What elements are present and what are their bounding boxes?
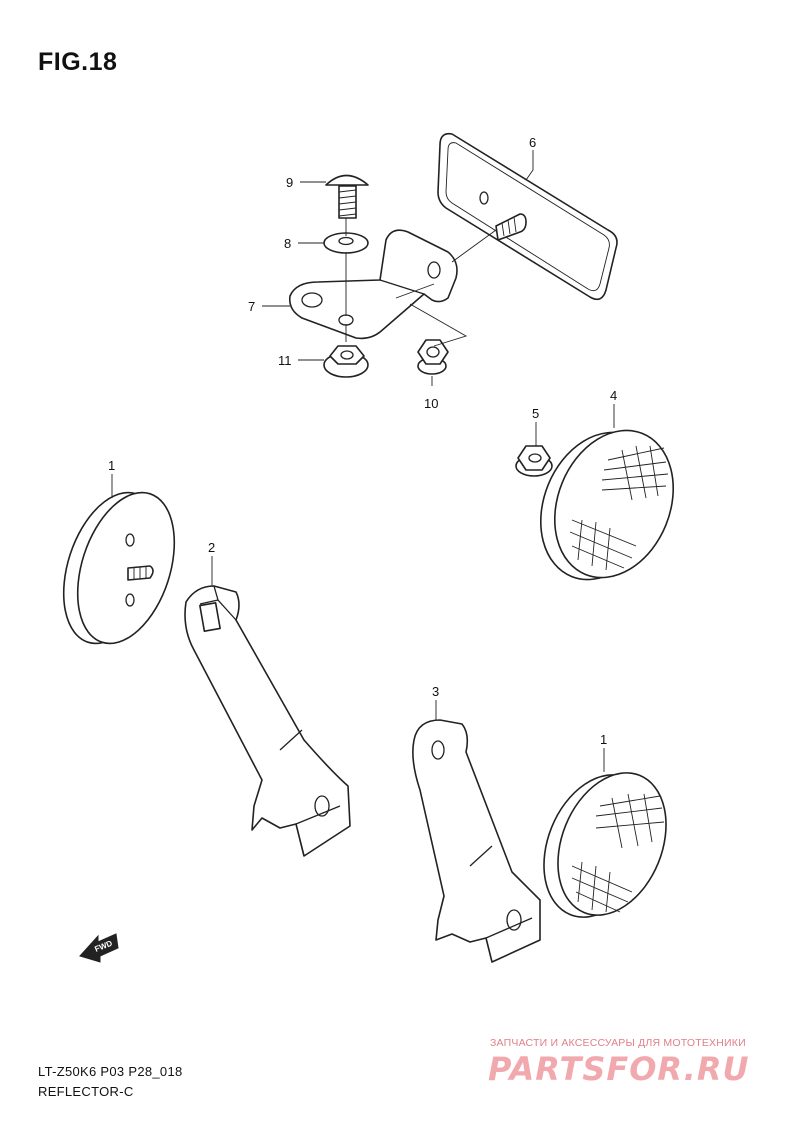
callout-4: 4: [610, 388, 617, 403]
callout-numbers: 6 9 8 7 11 10 5 4 1 2 3 1: [108, 135, 617, 747]
callout-9: 9: [286, 175, 293, 190]
callout-10: 10: [424, 396, 438, 411]
callout-11: 11: [278, 353, 292, 368]
fwd-arrow-icon: FWD: [79, 933, 119, 963]
callout-5: 5: [532, 406, 539, 421]
part-10-flange-nut: [417, 339, 449, 375]
part-5-nut: [515, 445, 553, 477]
part-1-round-reflector-right: [543, 772, 667, 918]
callout-2: 2: [208, 540, 215, 555]
part-3-bracket: [412, 719, 541, 963]
watermark-tagline: ЗАПЧАСТИ И АКСЕССУАРЫ ДЛЯ МОТОТЕХНИКИ: [490, 1037, 746, 1049]
part-1-round-reflector-left: [62, 491, 176, 645]
part-4-round-reflector: [539, 429, 675, 581]
figure-title: FIG.18: [38, 48, 118, 76]
section-name: REFLECTOR-C: [38, 1084, 134, 1099]
part-11-flange-nut: [323, 345, 369, 378]
callout-7: 7: [248, 299, 255, 314]
callout-3: 3: [432, 684, 439, 699]
callout-1-left: 1: [108, 458, 115, 473]
assembly-guide-lines: [345, 218, 497, 347]
part-7-bracket: [288, 229, 458, 340]
leader-lines: [111, 150, 615, 772]
part-2-long-bracket: [184, 585, 351, 857]
callout-6: 6: [529, 135, 536, 150]
part-6-rectangular-reflector: [437, 132, 618, 301]
model-code: LT-Z50K6 P03 P28_018: [38, 1064, 183, 1079]
callout-1-right: 1: [600, 732, 607, 747]
watermark-logo: PARTSFOR.RU: [488, 1050, 750, 1088]
part-9-screw: [325, 174, 369, 219]
callout-8: 8: [284, 236, 291, 251]
